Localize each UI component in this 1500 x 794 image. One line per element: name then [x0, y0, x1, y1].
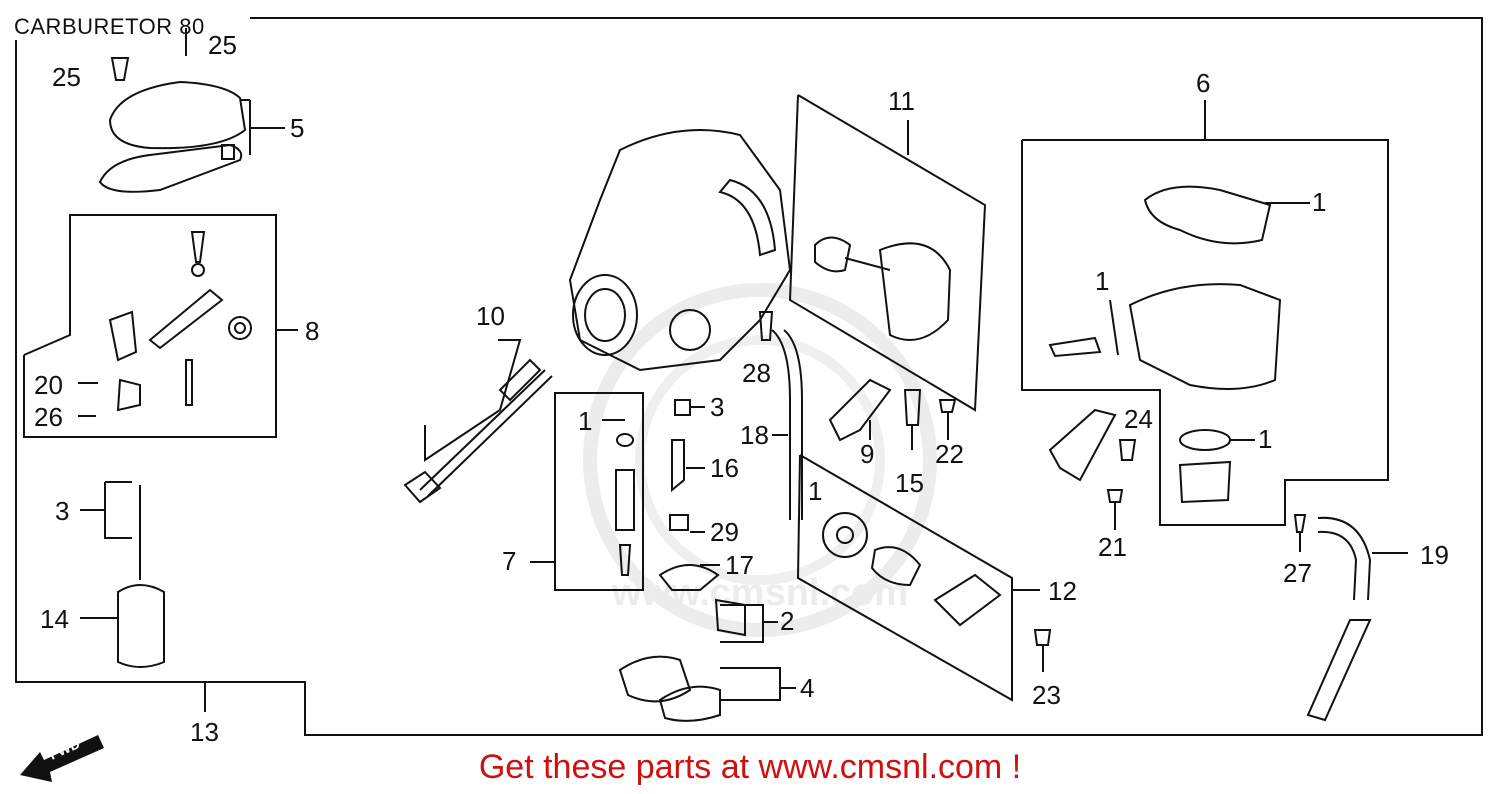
callout-25a: 25	[208, 30, 237, 60]
callout-2: 2	[780, 606, 794, 636]
part-bracket-24	[1048, 408, 1137, 530]
callout-3a: 3	[55, 496, 69, 526]
callout-3b: 3	[710, 392, 724, 422]
callout-4: 4	[800, 673, 814, 703]
callout-labels: 25 25 5 8 20 26 3 14 13 10 7 1 3 16 29 1…	[34, 30, 1449, 747]
watermark-text: www.cmsnl.com	[611, 572, 908, 614]
callout-1e: 1	[1258, 424, 1272, 454]
callout-17: 17	[725, 550, 754, 580]
diagram-title: CARBURETOR 80	[14, 14, 205, 39]
callout-20: 20	[34, 370, 63, 400]
callout-8: 8	[305, 316, 319, 346]
callout-23: 23	[1032, 680, 1061, 710]
part-tube-19	[1293, 514, 1408, 722]
callout-27: 27	[1283, 558, 1312, 588]
part-stack	[618, 399, 796, 722]
callout-16: 16	[710, 453, 739, 483]
callout-29: 29	[710, 517, 739, 547]
callout-10: 10	[476, 301, 505, 331]
callout-6: 6	[1196, 68, 1210, 98]
callout-22: 22	[935, 439, 964, 469]
callout-24: 24	[1124, 404, 1153, 434]
callout-21: 21	[1098, 532, 1127, 562]
callout-1c: 1	[1312, 187, 1326, 217]
callout-1a: 1	[578, 406, 592, 436]
callout-14: 14	[40, 604, 69, 634]
callout-9: 9	[860, 439, 874, 469]
part-lever-9	[828, 378, 957, 450]
part-group-8	[23, 214, 298, 438]
part-group-12	[796, 454, 1052, 702]
part-throttle-cable-10	[403, 339, 553, 504]
cmsnl-link-banner[interactable]: Get these parts at www.cmsnl.com !	[478, 748, 1022, 786]
callout-11: 11	[888, 86, 915, 116]
part-carburetor-body	[568, 129, 792, 372]
part-float-14	[80, 481, 206, 712]
frame-outline	[15, 17, 1483, 736]
callout-19: 19	[1420, 540, 1449, 570]
part-cover-5	[98, 28, 285, 193]
callout-18: 18	[740, 420, 769, 450]
callout-1b: 1	[808, 476, 822, 506]
callout-12: 12	[1048, 576, 1077, 606]
callout-1d: 1	[1095, 266, 1109, 296]
callout-26: 26	[34, 402, 63, 432]
callout-5: 5	[290, 113, 304, 143]
callout-28: 28	[742, 358, 771, 388]
part-group-11	[788, 94, 987, 412]
part-tube-18	[758, 311, 803, 520]
part-needle-jet-7	[530, 392, 644, 591]
callout-7: 7	[502, 546, 516, 576]
callout-13: 13	[190, 717, 219, 747]
part-group-6	[1021, 100, 1389, 526]
watermark-logo: www.cmsnl.com	[583, 283, 937, 637]
callout-15: 15	[895, 468, 924, 498]
callout-25b: 25	[52, 62, 81, 92]
